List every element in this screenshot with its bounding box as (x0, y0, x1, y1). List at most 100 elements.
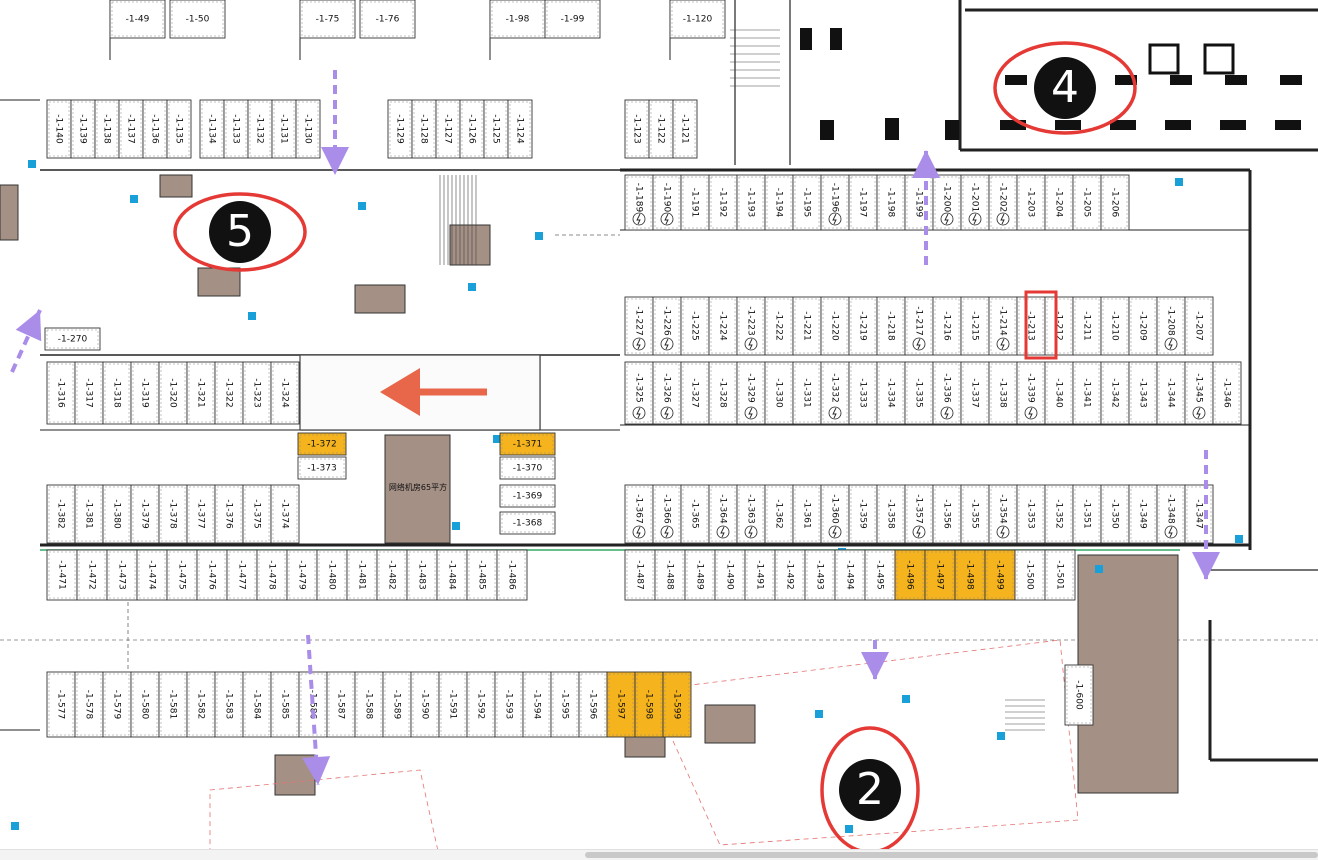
space-label: -1-493 (815, 560, 825, 589)
parking-space-guide (76, 486, 102, 542)
arrow-head (912, 150, 940, 178)
space-label: -1-319 (140, 378, 150, 408)
space-label: -1-317 (84, 378, 94, 407)
space-label: -1-481 (357, 560, 367, 589)
space-label: -1-208 (1166, 306, 1176, 336)
space-label: -1-195 (802, 188, 812, 217)
space-label: -1-217 (914, 306, 924, 335)
parking-space (226, 549, 258, 601)
parking-space-guide (1074, 176, 1100, 229)
parking-space-guide (160, 673, 186, 736)
parking-space-guide (1102, 176, 1128, 229)
zone-marker-badge (1034, 57, 1096, 119)
parking-space-guide (348, 551, 376, 599)
parking-space-guide (72, 101, 94, 157)
parking-space-guide (806, 551, 834, 599)
parking-space (494, 671, 524, 738)
parking-space-guide (1158, 486, 1184, 542)
horizontal-scrollbar[interactable] (0, 849, 1318, 860)
parking-space-guide (1018, 363, 1044, 423)
parking-space-guide (794, 486, 820, 542)
space-label: -1-326 (662, 373, 672, 403)
space-label: -1-497 (935, 560, 945, 589)
space-label: -1-123 (632, 114, 642, 143)
space-label: -1-358 (886, 499, 896, 529)
parking-space-guide (468, 551, 496, 599)
parking-space (102, 361, 132, 425)
parking-space-guide (776, 551, 804, 599)
parking-space (848, 174, 878, 231)
space-label: -1-492 (785, 560, 795, 589)
parking-space (988, 361, 1018, 425)
space-label: -1-357 (914, 494, 924, 523)
parking-space-guide (501, 513, 554, 533)
scrollbar-thumb[interactable] (585, 852, 1318, 858)
parking-space-guide (299, 458, 345, 478)
space-label: -1-98 (506, 15, 530, 25)
arrow-head (15, 310, 42, 342)
plan-block (1220, 120, 1246, 130)
parking-space (960, 361, 990, 425)
space-label: -1-134 (207, 114, 217, 144)
space-label: -1-361 (802, 499, 812, 528)
space-label: -1-140 (54, 114, 64, 144)
parking-space-guide (956, 551, 984, 599)
lightning-icon (1196, 407, 1201, 419)
space-label: -1-341 (1082, 378, 1092, 407)
parking-space (74, 361, 104, 425)
parking-space-guide (1102, 363, 1128, 423)
space-label: -1-223 (746, 306, 756, 335)
parking-space-guide (356, 673, 382, 736)
parking-space-guide (738, 486, 764, 542)
parking-space-guide (1066, 666, 1092, 724)
parking-space (438, 671, 468, 738)
space-label: -1-122 (656, 114, 666, 143)
zone-highlight-ellipse (173, 192, 307, 272)
parking-space-guide (866, 551, 894, 599)
parking-space (904, 174, 934, 231)
cyan-marker (1235, 535, 1243, 543)
space-label: -1-495 (875, 560, 885, 589)
space-label: -1-347 (1194, 499, 1204, 528)
space-label: -1-351 (1082, 499, 1092, 528)
parking-space-guide (272, 363, 298, 423)
parking-space-guide (249, 101, 271, 157)
parking-space-guide (501, 434, 554, 454)
parking-space (359, 0, 416, 39)
ev-charger-icon (660, 525, 674, 539)
space-label: -1-324 (280, 378, 290, 408)
parking-space (102, 671, 132, 738)
parking-space-guide (168, 101, 190, 157)
space-label: -1-197 (858, 188, 868, 217)
space-label: -1-125 (491, 114, 501, 143)
parking-space-guide (48, 486, 74, 542)
space-label: -1-132 (255, 114, 265, 143)
lightning-icon (664, 213, 669, 225)
plan-block (1115, 75, 1137, 85)
space-label: -1-216 (942, 311, 952, 341)
parking-space-guide (120, 101, 142, 157)
space-label: -1-352 (1054, 499, 1064, 528)
parking-space (1044, 361, 1074, 425)
parking-space-guide (674, 101, 696, 157)
lightning-icon (916, 526, 921, 538)
parking-space (270, 671, 300, 738)
parking-space-guide (552, 673, 578, 736)
space-label: -1-583 (224, 690, 234, 719)
parking-space-guide (244, 363, 270, 423)
space-label: -1-354 (998, 494, 1008, 524)
parking-space-guide (766, 363, 792, 423)
space-label: -1-128 (419, 114, 429, 144)
ev-charger-icon (632, 212, 646, 226)
space-label: -1-224 (718, 311, 728, 341)
parking-space-guide (524, 673, 550, 736)
parking-space (499, 456, 556, 480)
ev-charger-icon (660, 212, 674, 226)
space-label: -1-363 (746, 494, 756, 523)
space-label: -1-331 (802, 378, 812, 407)
parking-space (680, 296, 710, 356)
arrow-head (380, 368, 420, 416)
space-label: -1-494 (845, 560, 855, 590)
lightning-icon (636, 407, 641, 419)
